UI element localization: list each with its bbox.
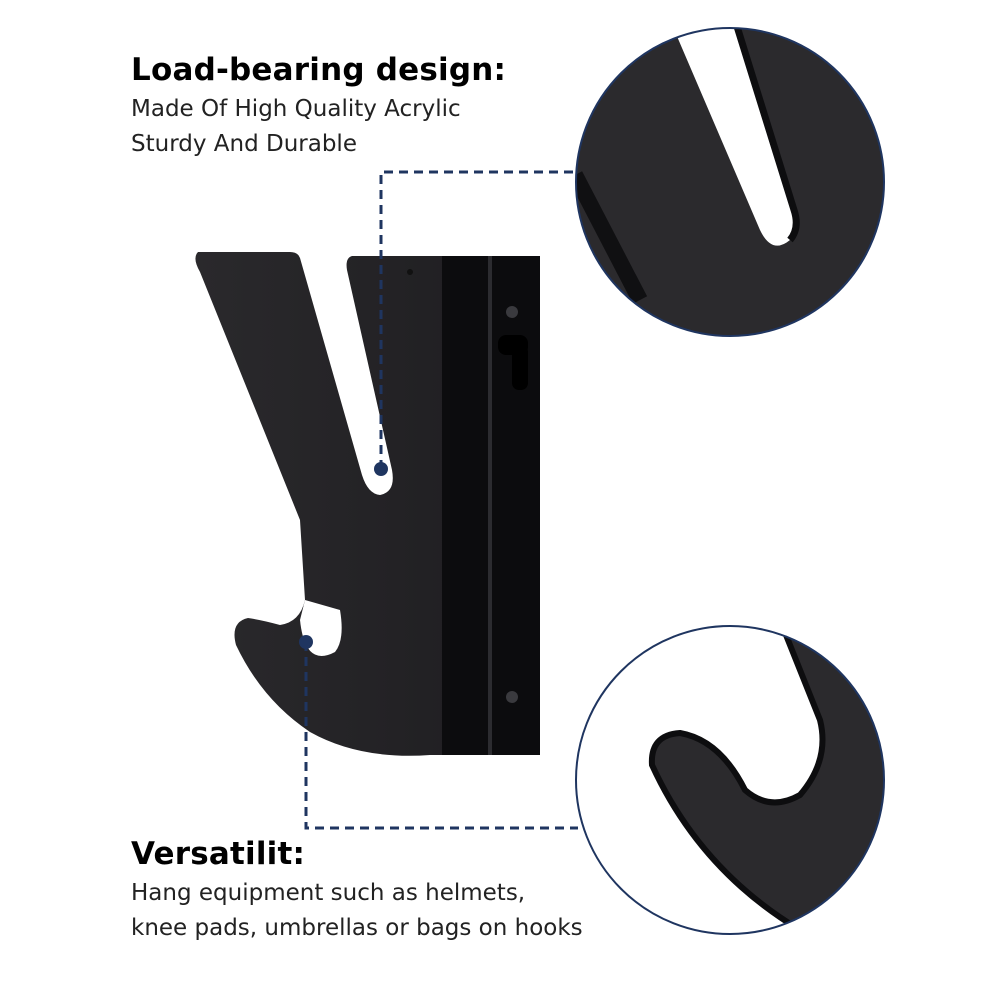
screw-icon — [506, 691, 518, 703]
bracket-edge — [488, 256, 492, 755]
wall-hook — [195, 252, 540, 756]
feature-title-load-bearing: Load-bearing design: — [131, 52, 507, 88]
feature-desc-load-bearing: Made Of High Quality Acrylic Sturdy And … — [131, 92, 461, 162]
feature-title-versatility: Versatilit: — [131, 836, 306, 872]
feature-desc-line: Sturdy And Durable — [131, 131, 357, 157]
feature-desc-versatility: Hang equipment such as helmets, knee pad… — [131, 876, 583, 946]
feature-desc-line: knee pads, umbrellas or bags on hooks — [131, 915, 583, 941]
hook-detail-zoom — [575, 625, 885, 935]
feature-desc-line: Hang equipment such as helmets, — [131, 880, 526, 906]
feature-desc-line: Made Of High Quality Acrylic — [131, 96, 461, 122]
callout-dot-hook — [299, 635, 313, 649]
slot-detail-zoom — [575, 27, 885, 337]
callout-connectors — [304, 170, 578, 830]
callout-dot-slot — [374, 462, 388, 476]
screw-icon — [506, 306, 518, 318]
